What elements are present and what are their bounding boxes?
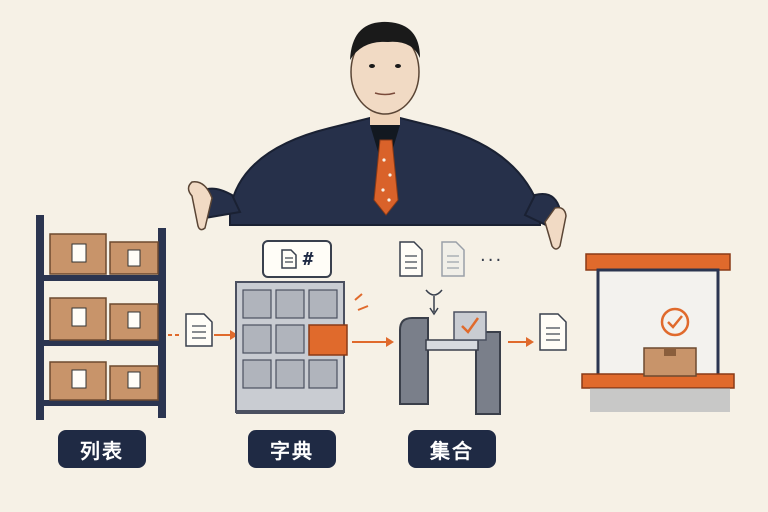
document-icon	[399, 241, 423, 277]
shelf-box	[109, 241, 159, 275]
document-icon	[185, 313, 213, 347]
flow-arrow	[214, 330, 238, 340]
document-icon	[539, 313, 567, 351]
checked-box	[453, 311, 487, 341]
duplicate-document-icon	[441, 241, 465, 277]
shelf-box	[49, 297, 107, 341]
filter-down-arrow	[425, 289, 443, 316]
shelf-box	[49, 233, 107, 275]
shelf-box	[109, 303, 159, 341]
label-dict: 字典	[248, 430, 336, 468]
shelf-box	[49, 361, 107, 401]
hash-symbol: #	[302, 248, 314, 270]
left-pointing-hand	[187, 181, 213, 231]
open-drawer	[308, 324, 348, 356]
flow-arrow	[352, 337, 394, 347]
presenter-figure	[187, 21, 567, 250]
document-icon	[280, 249, 297, 269]
right-pointing-hand	[544, 206, 567, 250]
delivered-box	[643, 347, 697, 377]
pickup-window	[581, 253, 735, 412]
shelf-box	[109, 365, 159, 401]
more-indicator: ···	[480, 250, 504, 271]
locker-cabinet	[235, 281, 369, 414]
label-set: 集合	[408, 430, 496, 468]
key-tag: #	[262, 240, 332, 278]
shelf-illustration	[36, 215, 166, 420]
turnstile-gate	[399, 311, 501, 415]
flow-arrow	[508, 337, 534, 347]
check-circle-icon	[660, 307, 690, 337]
label-list: 列表	[58, 430, 146, 468]
